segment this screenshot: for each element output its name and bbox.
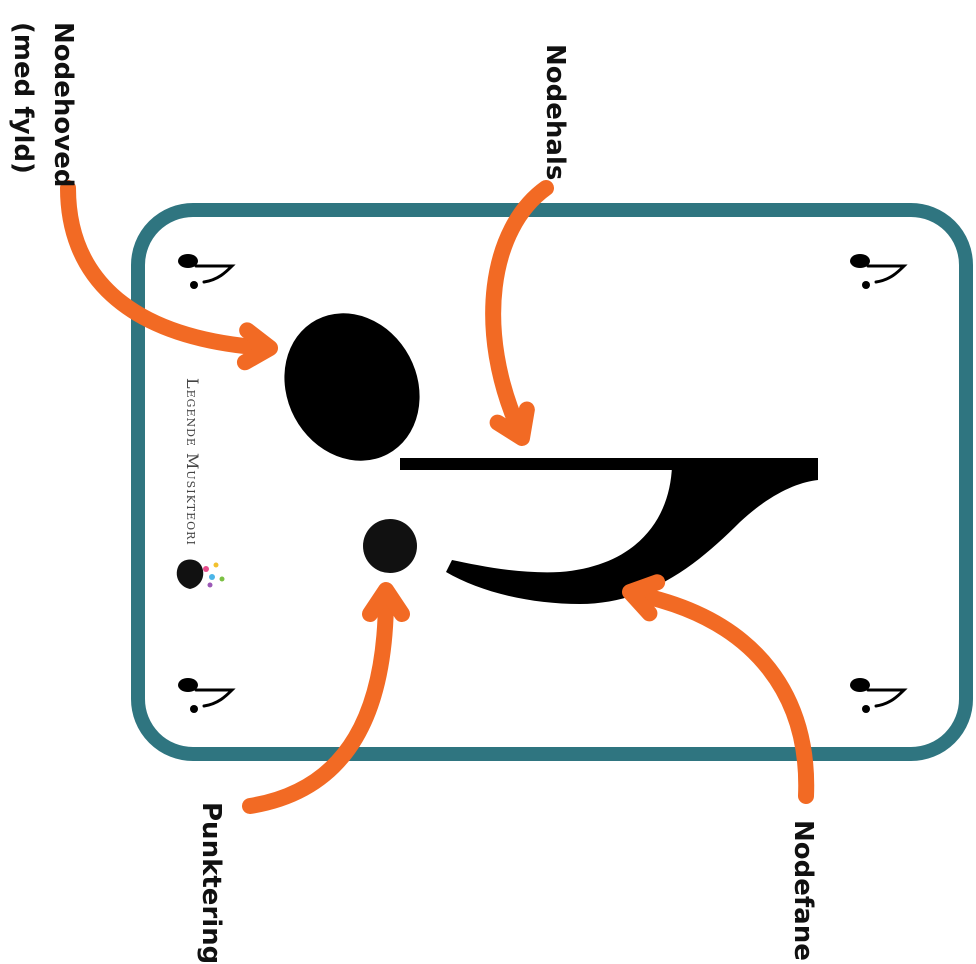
note-dot: [363, 519, 417, 573]
note-head: [284, 313, 420, 461]
brand-text: Legende Musikteori: [183, 378, 202, 546]
label-punktering: Punktering: [196, 802, 226, 964]
label-nodefane: Nodefane: [788, 820, 818, 961]
arrow-nodefane: [628, 586, 815, 804]
label-nodehoved: Nodehoved: [48, 22, 78, 188]
label-nodehoved-fyld: (med fyld): [8, 22, 38, 174]
arrow-nodehoved: [60, 180, 274, 356]
card: [131, 203, 973, 761]
arrow-punktering: [242, 588, 394, 814]
brand-logo-icon: [176, 559, 225, 589]
note-flag: [446, 466, 818, 604]
label-nodehals: Nodehals: [540, 44, 570, 181]
arrow-nodehals: [485, 180, 554, 440]
